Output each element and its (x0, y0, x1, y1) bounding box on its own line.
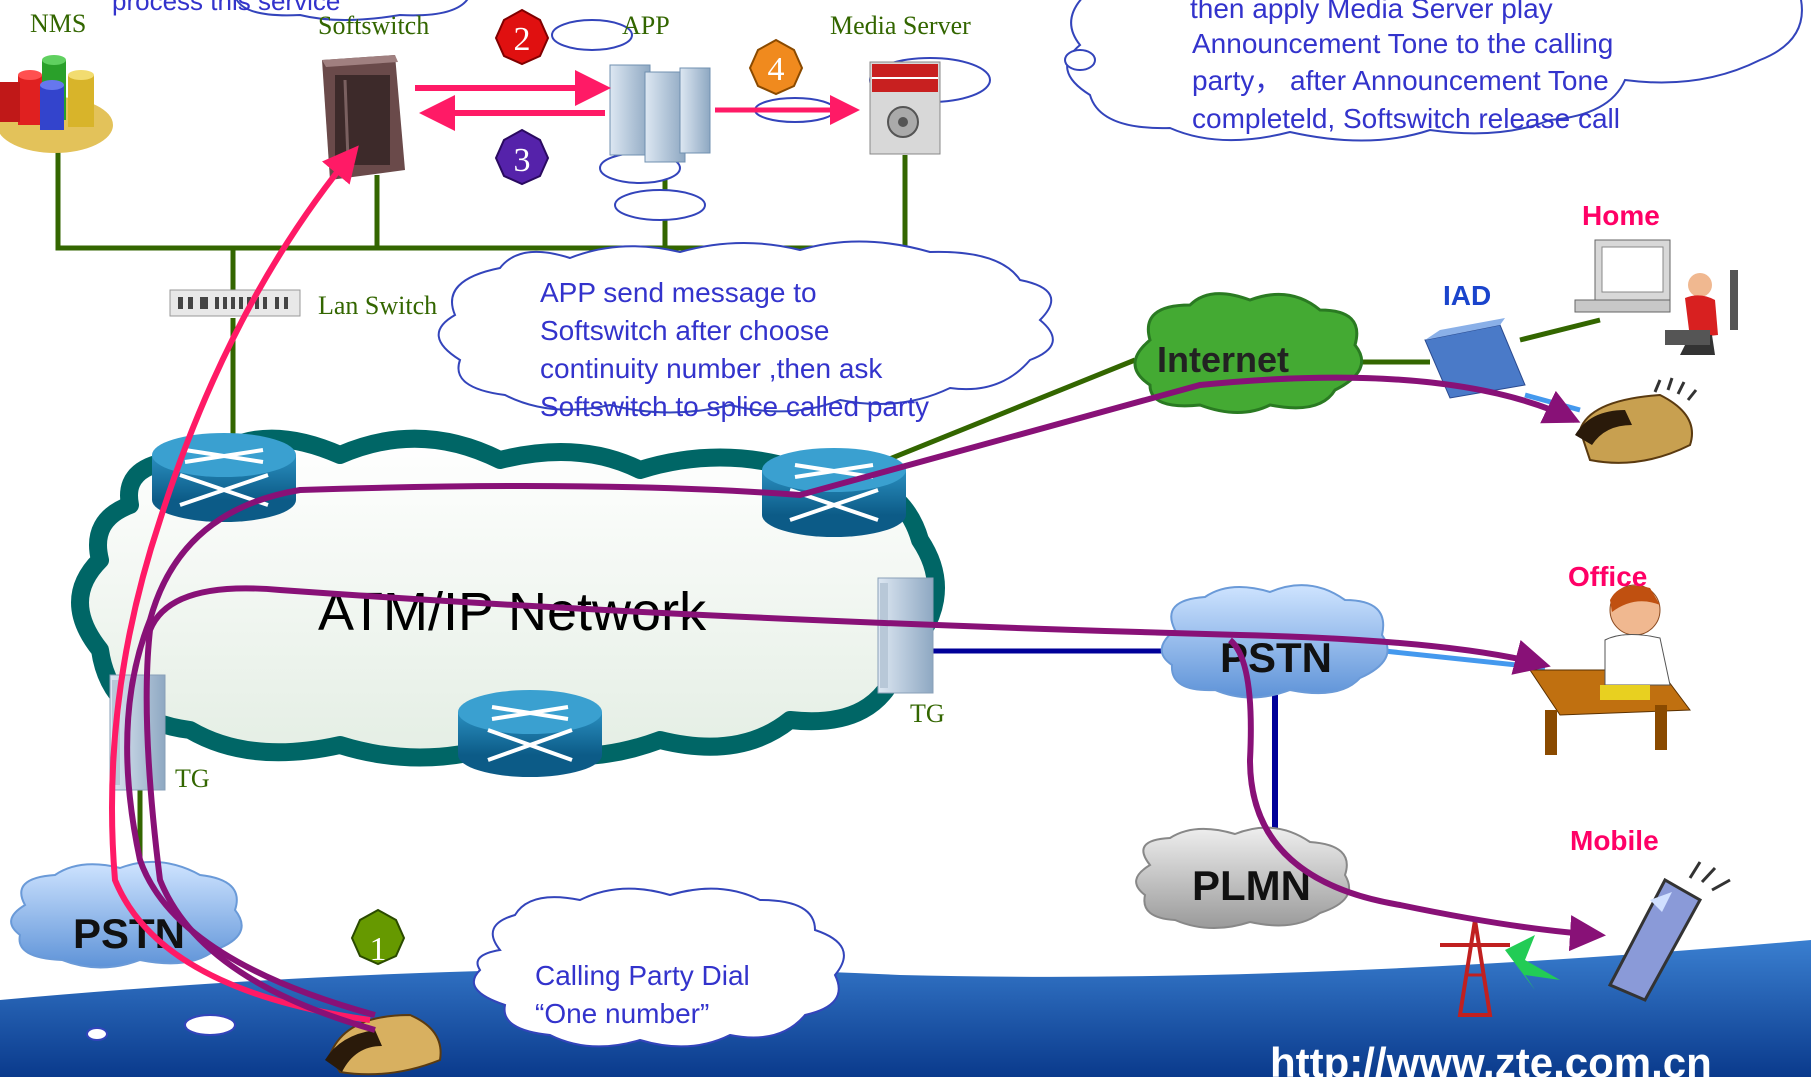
callout-top-left-text: process this service (112, 0, 340, 16)
office-label: Office (1568, 561, 1647, 592)
callout-cloud-middle: APP send message to Softswitch after cho… (437, 240, 1054, 422)
callout-middle-line1: APP send message to (540, 277, 817, 308)
callout-cloud-top-right: then apply Media Server play Announcemen… (1066, 0, 1803, 142)
pstn-cloud-left: PSTN (10, 860, 243, 969)
step-badge-4: 4 (748, 38, 804, 96)
lan-switch-label: Lan Switch (318, 291, 437, 320)
callout-middle-line4: Softswitch to splice called party (540, 391, 929, 422)
router-icon (762, 448, 906, 537)
callout-bottom-line1: Calling Party Dial (535, 960, 750, 991)
telephone-icon (1575, 377, 1698, 464)
step-2-number: 2 (514, 21, 531, 58)
mobile-phone-icon (1607, 861, 1731, 1002)
router-icon (152, 433, 296, 522)
pstn-right-label: PSTN (1220, 634, 1332, 681)
callout-top-right-line3: party， after Announcement Tone (1192, 65, 1609, 96)
home-label: Home (1582, 200, 1660, 231)
pstn-cloud-right: PSTN (1160, 584, 1389, 699)
app-server-icon (609, 64, 711, 163)
callout-middle-line3: continuity number ,then ask (540, 353, 883, 384)
computer-user-icon (1574, 239, 1738, 355)
trunk-gateway-icon (877, 577, 934, 694)
media-server-label: Media Server (830, 11, 971, 40)
step-badge-1: 1 (350, 908, 406, 968)
lan-switch-icon (169, 289, 301, 317)
tg-right-label: TG (910, 699, 945, 728)
callout-middle-line2: Softswitch after choose (540, 315, 829, 346)
router-icon (458, 690, 602, 777)
footer-band: http://www.zte.com.cn (0, 940, 1811, 1077)
media-server-icon (869, 61, 941, 155)
internet-label: Internet (1157, 339, 1289, 380)
callout-bottom-line2: “One number” (535, 998, 709, 1029)
step-badge-2: 2 (494, 8, 550, 66)
tg-left-label: TG (175, 764, 210, 793)
step-3-number: 3 (514, 142, 531, 179)
plmn-cloud: PLMN (1135, 826, 1351, 930)
callout-cloud-top-left: process this service (112, 0, 469, 21)
antenna-tower-icon (1440, 919, 1560, 1017)
mobile-label: Mobile (1570, 825, 1659, 856)
iad-label: IAD (1443, 280, 1491, 311)
step-1-number: 1 (370, 931, 387, 968)
office-worker-icon (1529, 584, 1691, 755)
app-label: APP (622, 11, 670, 40)
softswitch-label: Softswitch (318, 11, 429, 40)
plmn-label: PLMN (1192, 862, 1311, 909)
callout-top-right-line2: Announcement Tone to the calling (1192, 28, 1613, 59)
callout-top-right-line4: completeld, Softswitch release call (1192, 103, 1620, 134)
footer-url[interactable]: http://www.zte.com.cn (1270, 1039, 1712, 1077)
database-icon (0, 55, 113, 153)
nms-label: NMS (30, 9, 86, 38)
modem-icon (1424, 318, 1526, 399)
callout-cloud-bottom: Calling Party Dial “One number” (472, 887, 845, 1048)
step-badge-3: 3 (494, 128, 550, 186)
signaling-paths (109, 70, 1606, 1033)
callout-top-right-line1: then apply Media Server play (1190, 0, 1553, 24)
server-icon (322, 55, 405, 180)
internet-cloud: Internet (1133, 292, 1364, 414)
step-4-number: 4 (768, 51, 785, 88)
